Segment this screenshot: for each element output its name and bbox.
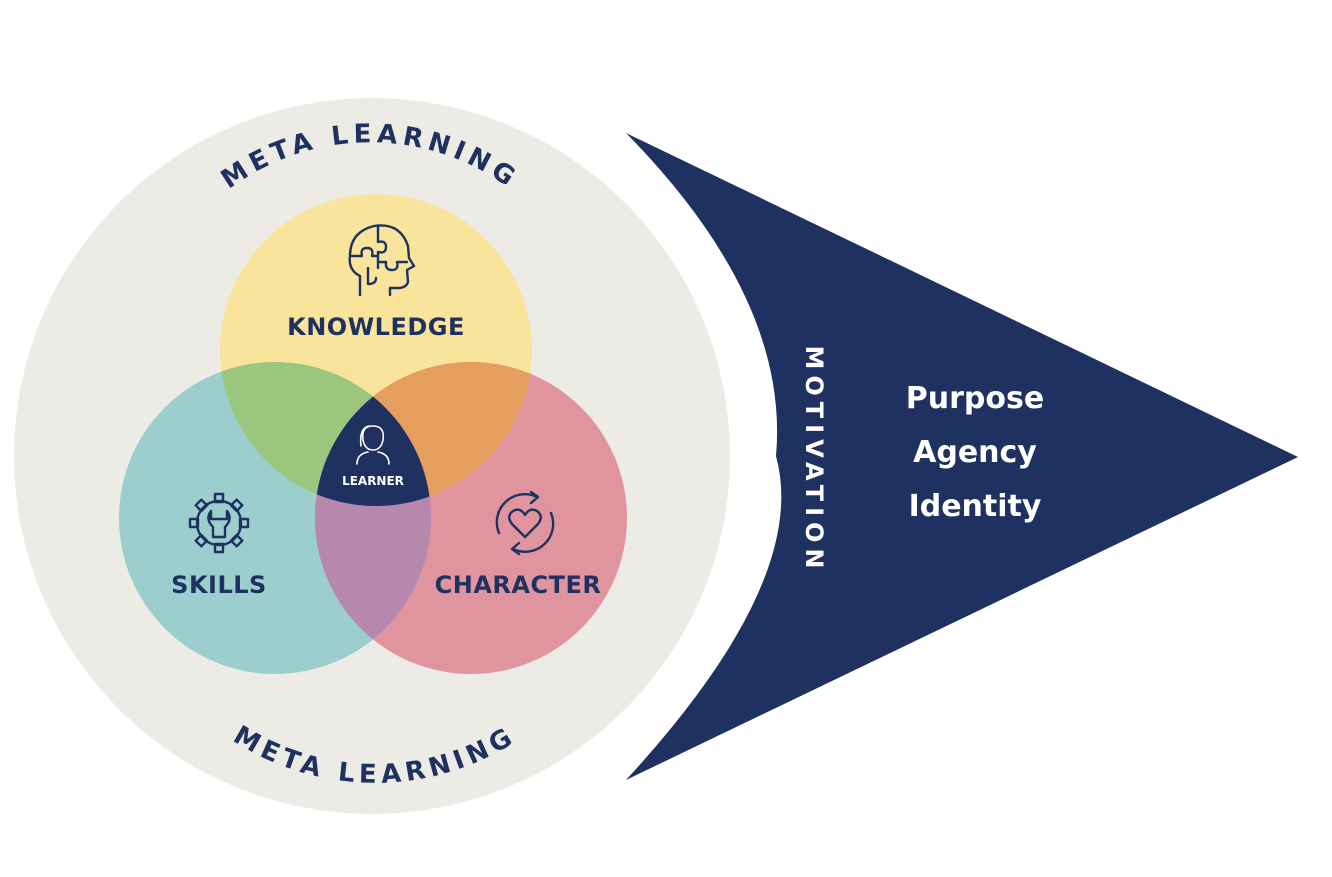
head-puzzle-icon: [348, 224, 416, 297]
arrow-item-agency: Agency: [913, 435, 1037, 470]
person-icon: [356, 425, 390, 465]
motivation-label: MOTIVATION: [800, 345, 828, 574]
learner-center: [315, 362, 431, 506]
motivation-arrow: [626, 133, 1298, 780]
knowledge-label: KNOWLEDGE: [287, 313, 465, 341]
character-label: CHARACTER: [435, 571, 602, 599]
gear-wrench-icon: [188, 492, 250, 554]
heart-cycle-icon: [495, 490, 555, 556]
learner-label: LEARNER: [342, 474, 404, 488]
arrow-item-identity: Identity: [909, 489, 1042, 524]
arrow-item-purpose: Purpose: [906, 381, 1044, 416]
skills-label: SKILLS: [171, 571, 267, 599]
